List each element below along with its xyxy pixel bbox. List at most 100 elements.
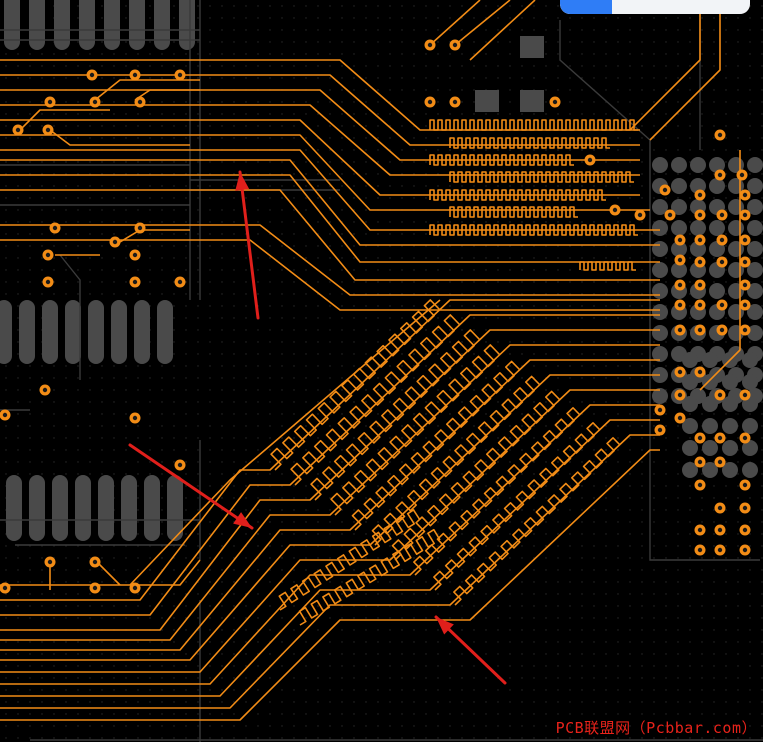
bga-ball (747, 199, 763, 215)
copper-trace (0, 314, 660, 616)
smd-pad (88, 300, 104, 364)
via-hole (92, 99, 98, 105)
arrow-head (235, 172, 250, 191)
via-hole (742, 259, 748, 265)
via-hole (697, 237, 703, 243)
bga-ball (671, 220, 687, 236)
outline-line (59, 254, 81, 380)
bga-ball (652, 241, 668, 257)
bga-ball (652, 262, 668, 278)
meander-trace (371, 375, 541, 546)
connector-pad (129, 0, 145, 50)
via-hole (2, 412, 8, 418)
via-hole (137, 99, 143, 105)
bga-ball (652, 157, 668, 173)
via-hole (697, 369, 703, 375)
via-hole (677, 257, 683, 263)
bga-ball (702, 374, 718, 390)
meander-trace (429, 119, 638, 131)
meander-trace (270, 299, 441, 471)
bga-ball (709, 178, 725, 194)
via-hole (137, 225, 143, 231)
via-hole (742, 547, 748, 553)
copper-trace (49, 129, 190, 146)
copper-trace (0, 104, 640, 176)
via-hole (697, 435, 703, 441)
via-hole (132, 415, 138, 421)
annotation-arrows (128, 170, 507, 685)
bga-ball (671, 157, 687, 173)
bga-ball (702, 396, 718, 412)
bga-ball (747, 325, 763, 341)
meander-trace (579, 261, 636, 271)
via-hole (742, 327, 748, 333)
copper-trace (0, 419, 660, 697)
bga-ball (671, 199, 687, 215)
meander-trace (429, 154, 574, 166)
connector-pad (29, 0, 45, 50)
via-hole (719, 237, 725, 243)
connector-pad (54, 0, 70, 50)
smd-pad (167, 475, 183, 541)
via-hole (697, 547, 703, 553)
ui-toggle-pill[interactable] (560, 0, 750, 14)
via-hole (697, 282, 703, 288)
meander-trace (391, 390, 561, 561)
via-hole (427, 42, 433, 48)
via-hole (132, 585, 138, 591)
smd-pad (134, 300, 150, 364)
via-hole (677, 415, 683, 421)
meander-trace (429, 224, 638, 236)
meander-trace (449, 137, 610, 149)
via-hole (47, 559, 53, 565)
bga-ball (747, 262, 763, 278)
via-hole (742, 212, 748, 218)
via-hole (677, 237, 683, 243)
via-hole (742, 482, 748, 488)
copper-trace (0, 224, 660, 296)
arrow-head (436, 617, 454, 635)
connector-pad (4, 0, 20, 50)
bga-ball (702, 462, 718, 478)
watermark-text: PCB联盟网（Pcbbar.com） (555, 719, 757, 737)
via-hole (132, 252, 138, 258)
bga-ball (702, 352, 718, 368)
copper-trace (0, 344, 660, 641)
bga-ball (652, 220, 668, 236)
smd-pad (121, 475, 137, 541)
smd-pad (6, 475, 22, 541)
via-hole (717, 172, 723, 178)
via-hole (677, 327, 683, 333)
via-hole (657, 427, 663, 433)
smd-pad (75, 475, 91, 541)
via-hole (2, 585, 8, 591)
bga-ball (747, 283, 763, 299)
square-pad (520, 90, 544, 112)
bga-ball (652, 388, 668, 404)
bga-ball (682, 440, 698, 456)
bga-ball (742, 418, 758, 434)
copper-trace (19, 109, 110, 131)
via-hole (739, 172, 745, 178)
smd-pad (42, 300, 58, 364)
via-hole (89, 72, 95, 78)
bga-ball (652, 346, 668, 362)
via-hole (45, 279, 51, 285)
smd-pad (144, 475, 160, 541)
via-hole (677, 392, 683, 398)
square-pad (520, 36, 544, 58)
bga-ball (682, 374, 698, 390)
copper-trace (0, 329, 660, 631)
meander-trace (413, 407, 581, 576)
meander-trace (429, 189, 606, 201)
via-hole (42, 387, 48, 393)
meander-trace (453, 437, 621, 606)
meander-trace (351, 360, 521, 531)
smd-pad (52, 475, 68, 541)
via-hole (719, 259, 725, 265)
meander-trace (330, 344, 501, 516)
via-hole (677, 369, 683, 375)
via-hole (742, 435, 748, 441)
bga-ball (747, 178, 763, 194)
